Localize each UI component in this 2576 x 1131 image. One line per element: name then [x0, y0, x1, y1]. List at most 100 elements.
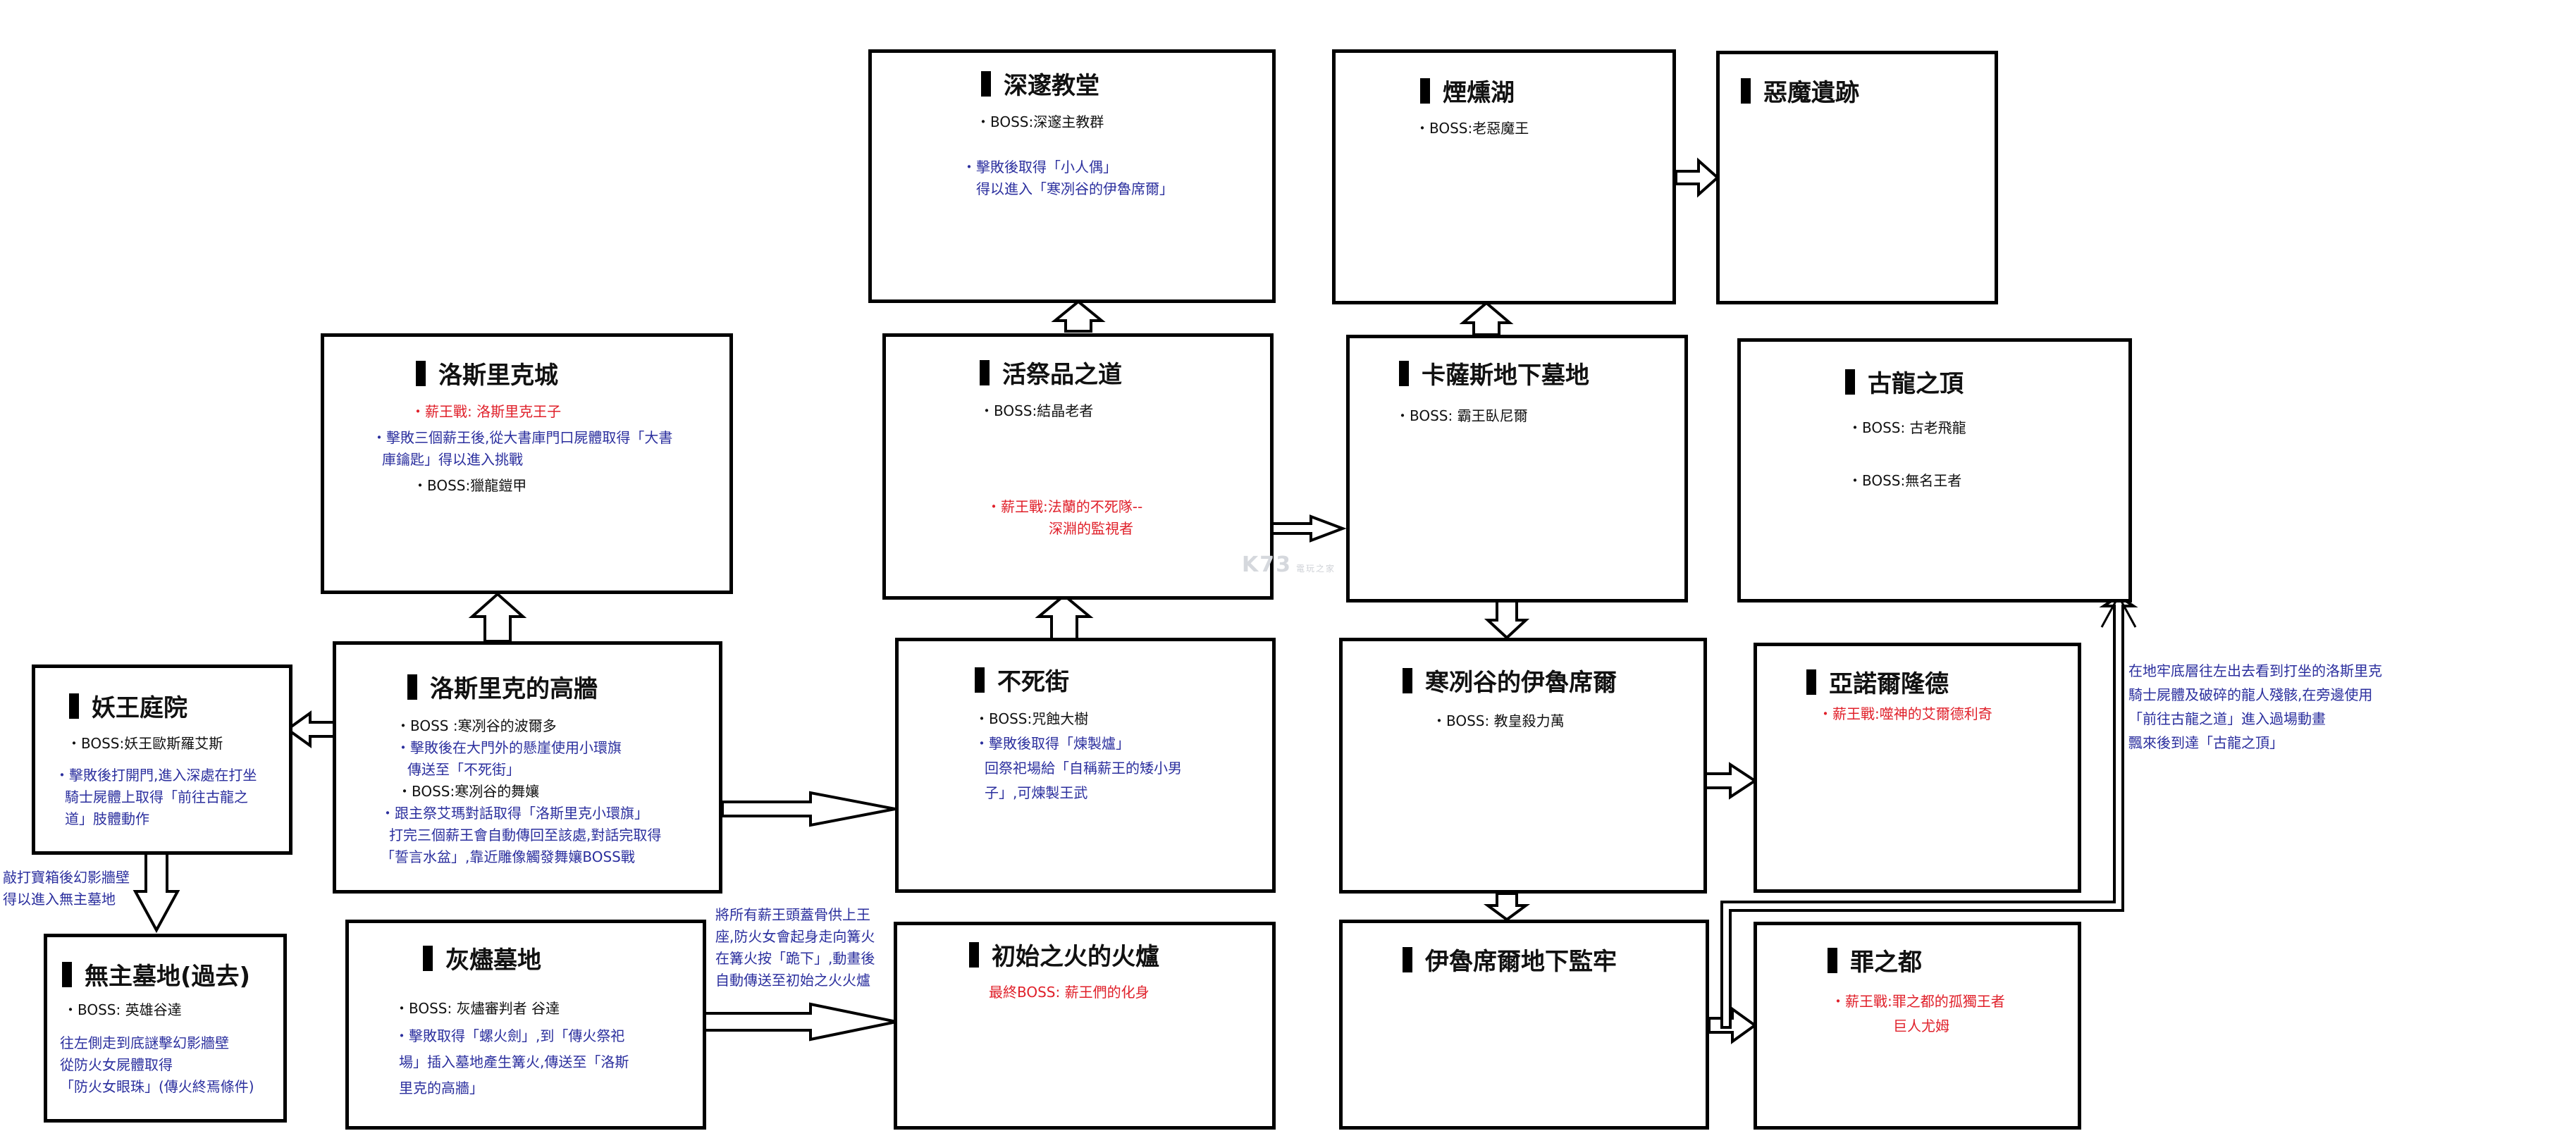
box-title-text: 深邃教堂 — [1004, 72, 1099, 100]
line-boss: ・BOSS:獵龍鎧甲 — [413, 477, 527, 494]
title-marker-icon — [1403, 946, 1412, 972]
lines-irithyll: ・BOSS: 教皇殺力萬 — [1432, 710, 1565, 732]
lines-archdragon-peak: ・BOSS: 古老飛龍 ・BOSS:無名王者 — [1848, 417, 1966, 492]
line-info: 騎士屍體上取得「前往古龍之 — [65, 789, 248, 805]
lines-road-of-sacrifices: ・BOSS:結晶老者 — [980, 400, 1093, 422]
note-line: 騎士屍體及破碎的龍人殘骸,在旁邊使用 — [2128, 686, 2373, 703]
title-marker-icon — [62, 961, 72, 987]
lines-cathedral-of-the-deep-2: ・擊敗後取得「小人偶」 得以進入「寒冽谷的伊魯席爾」 — [962, 156, 1173, 200]
note-line: 座,防火女會起身走向篝火 — [715, 928, 875, 945]
lines-cathedral-of-the-deep: ・BOSS:深邃主教群 — [976, 111, 1104, 133]
box-archdragon-peak — [1737, 338, 2132, 602]
title-marker-icon — [1828, 947, 1837, 973]
lines-profaned-capital: ・薪王戰:罪之都的孤獨王者 巨人尤姆 — [1831, 991, 2005, 1037]
title-irithyll-dungeon: 伊魯席爾地下監牢 — [1403, 942, 1617, 977]
box-irithyll-dungeon — [1339, 920, 1709, 1130]
title-marker-icon — [1741, 78, 1751, 104]
line-info: ・擊敗後在大門外的懸崖使用小環旗 — [396, 739, 622, 756]
line-info: 庫鑰匙」得以進入挑戰 — [382, 451, 523, 468]
line-info: ・擊敗後取得「小人偶」 — [962, 159, 1117, 175]
title-undead-settlement: 不死街 — [975, 662, 1069, 697]
line-boss: ・BOSS: 霸王臥尼爾 — [1395, 407, 1528, 424]
box-road-of-sacrifices — [882, 333, 1274, 600]
line-info: 里克的高牆」 — [399, 1080, 483, 1096]
arrow-down-to-dungeon — [1483, 892, 1531, 922]
arrow-right-to-demon-ruins — [1675, 157, 1720, 198]
title-marker-icon — [1420, 78, 1430, 104]
line-info: 道」肢體動作 — [65, 810, 149, 827]
line-info: ・擊敗後取得「煉製爐」 — [975, 735, 1130, 752]
box-kiln-of-the-first-flame — [894, 922, 1276, 1130]
arrow-right-to-catacombs — [1269, 514, 1347, 543]
line-info: ・跟主祭艾瑪對話取得「洛斯里克小環旗」 — [381, 805, 648, 822]
title-irithyll: 寒冽谷的伊魯席爾 — [1403, 663, 1617, 698]
lines-catacombs-of-carthus: ・BOSS: 霸王臥尼爾 — [1395, 405, 1528, 427]
title-lothric-castle: 洛斯里克城 — [416, 356, 558, 390]
title-catacombs-of-carthus: 卡薩斯地下墓地 — [1399, 356, 1589, 390]
arrow-up-to-smouldering-lake — [1459, 301, 1514, 336]
box-title-text: 不死街 — [997, 668, 1069, 696]
title-marker-icon — [1403, 667, 1412, 693]
line-lord: 巨人尤姆 — [1893, 1018, 1949, 1034]
arrow-right-to-undead-settlement — [721, 791, 896, 827]
box-cathedral-of-the-deep — [868, 49, 1276, 303]
line-info: 回祭祀場給「自稱薪王的矮小男 — [985, 760, 1182, 777]
arrow-down-to-untended-graves — [133, 851, 180, 934]
line-lord: ・薪王戰:法蘭的不死隊-- — [987, 498, 1143, 515]
note-line: 「前往古龍之道」進入過場動畫 — [2128, 710, 2326, 727]
line-boss: ・BOSS :寒冽谷的波爾多 — [396, 717, 557, 734]
title-untended-graves: 無主墓地(過去) — [62, 957, 250, 991]
line-boss: ・BOSS:深邃主教群 — [976, 113, 1104, 130]
title-demon-ruins: 惡魔遺跡 — [1741, 73, 1859, 108]
title-marker-icon — [980, 359, 990, 385]
line-boss: ・BOSS: 英雄谷達 — [63, 1001, 182, 1018]
note-line: 在地牢底層往左出去看到打坐的洛斯里克 — [2128, 662, 2382, 679]
line-lord: ・薪王戰:罪之都的孤獨王者 — [1831, 993, 2005, 1010]
title-marker-icon — [969, 941, 979, 968]
line-info: 從防火女屍體取得 — [60, 1056, 173, 1073]
lines-undead-settlement: ・BOSS:咒蝕大樹 ・擊敗後取得「煉製爐」 回祭祀場給「自稱薪王的矮小男 子」… — [975, 708, 1182, 804]
arrow-down-to-irithyll — [1484, 599, 1530, 640]
line-info: 得以進入「寒冽谷的伊魯席爾」 — [976, 180, 1173, 197]
lines-untended-graves: ・BOSS: 英雄谷達 — [63, 999, 182, 1021]
title-marker-icon — [416, 360, 426, 386]
box-title-text: 活祭品之道 — [1002, 361, 1122, 389]
box-title-text: 罪之都 — [1850, 948, 1922, 977]
line-boss: ・BOSS:寒冽谷的舞孃 — [398, 783, 540, 800]
title-marker-icon — [407, 674, 417, 700]
lines-high-wall-of-lothric: ・BOSS :寒冽谷的波爾多 ・擊敗後在大門外的懸崖使用小環旗 傳送至「不死街」… — [381, 715, 661, 868]
title-marker-icon — [1845, 369, 1855, 395]
note-line: 得以進入無主墓地 — [3, 891, 116, 908]
line-boss: ・BOSS:結晶老者 — [980, 402, 1094, 419]
box-title-text: 洛斯里克城 — [438, 361, 558, 390]
arrow-up-to-deep-cathedral — [1051, 299, 1106, 333]
box-title-text: 伊魯席爾地下監牢 — [1425, 948, 1617, 976]
line-info: 往左側走到底謎擊幻影牆壁 — [60, 1034, 229, 1051]
watermark-subtext: 電玩之家 — [1296, 564, 1336, 574]
line-boss: ・BOSS:妖王歐斯羅艾斯 — [67, 735, 223, 752]
line-info: ・擊敗後打開門,進入深處在打坐 — [55, 767, 257, 784]
box-title-text: 古龍之頂 — [1868, 370, 1964, 398]
note-middle: 將所有薪王頭蓋骨供上王 座,防火女會起身走向篝火 在篝火按「跪下」,動畫後 自動… — [715, 904, 875, 991]
line-info: 場」插入墓地產生篝火,傳送至「洛斯 — [399, 1053, 629, 1070]
note-line: 在篝火按「跪下」,動畫後 — [715, 950, 875, 967]
title-marker-icon — [1399, 360, 1409, 386]
box-demon-ruins — [1716, 51, 1998, 304]
box-title-text: 初始之火的火爐 — [992, 943, 1159, 971]
line-boss: ・BOSS: 教皇殺力萬 — [1432, 712, 1565, 729]
box-title-text: 寒冽谷的伊魯席爾 — [1425, 669, 1617, 697]
lines-kiln-of-the-first-flame: 最終BOSS: 薪王們的化身 — [989, 982, 1150, 1003]
title-marker-icon — [1806, 669, 1816, 695]
lines-smouldering-lake: ・BOSS:老惡魔王 — [1415, 118, 1529, 140]
title-smouldering-lake: 煙燻湖 — [1420, 73, 1515, 108]
arrow-right-to-kiln — [703, 1002, 897, 1042]
lines-consumed-kings-garden-info: ・擊敗後打開門,進入深處在打坐 騎士屍體上取得「前往古龍之 道」肢體動作 — [55, 765, 257, 830]
lines-anor-londo: ・薪王戰:噬神的艾爾德利奇 — [1818, 703, 1992, 725]
arrow-up-to-lothric-castle — [468, 592, 527, 643]
note-line: 將所有薪王頭蓋骨供上王 — [715, 906, 870, 923]
title-anor-londo: 亞諾爾隆德 — [1806, 665, 1949, 699]
note-line: 飄來後到達「古龍之頂」 — [2128, 734, 2284, 751]
line-lord: ・薪王戰:噬神的艾爾德利奇 — [1818, 705, 1992, 722]
